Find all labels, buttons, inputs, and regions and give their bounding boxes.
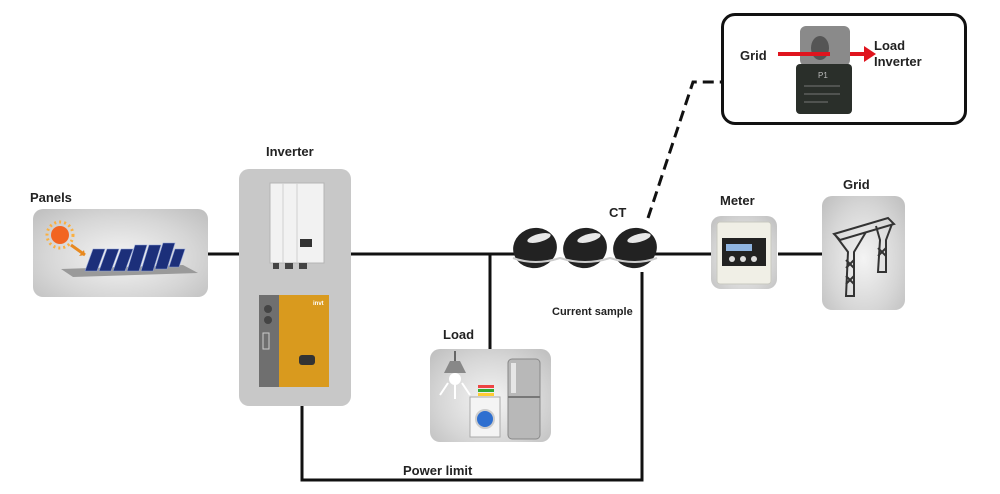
grid-tile bbox=[822, 196, 905, 310]
ct-detail-callout: Grid P1 Load Inverter bbox=[721, 13, 967, 125]
energy-meter-icon bbox=[716, 221, 772, 285]
ct-device-marking: P1 bbox=[818, 71, 828, 80]
load-tile bbox=[430, 349, 551, 442]
ct-sensors bbox=[512, 227, 658, 269]
ct-sensor-icon bbox=[563, 227, 607, 269]
ct-detail-load-label: Load bbox=[874, 38, 906, 53]
inverter-icon: invt bbox=[259, 182, 329, 387]
red-arrow-icon bbox=[778, 46, 876, 62]
meter-tile bbox=[711, 216, 777, 289]
dashed-link-ct-detail bbox=[646, 80, 721, 219]
wire-power-limit-loop bbox=[300, 272, 644, 482]
household-appliances-icon bbox=[439, 351, 541, 440]
lamp-icon bbox=[439, 351, 471, 399]
split-core-ct-icon: P1 bbox=[778, 26, 876, 114]
ct-label: CT bbox=[609, 205, 627, 220]
ct-detail-grid-label: Grid bbox=[740, 48, 767, 63]
ct-sensor-icon bbox=[613, 227, 657, 269]
panels-tile bbox=[33, 209, 208, 297]
ct-sensor-icon bbox=[513, 227, 557, 269]
refrigerator-icon bbox=[507, 358, 541, 440]
inverter-label: Inverter bbox=[266, 144, 314, 159]
power-limit-label: Power limit bbox=[403, 463, 473, 478]
load-label: Load bbox=[443, 327, 475, 342]
ct-detail-inverter-label: Inverter bbox=[874, 54, 922, 69]
panels-label: Panels bbox=[30, 190, 72, 205]
solar-panels-icon bbox=[45, 220, 198, 277]
washing-machine-icon bbox=[469, 385, 501, 438]
inverter-brand-mark: invt bbox=[313, 301, 324, 307]
inverter-tile: invt bbox=[239, 169, 351, 406]
grid-label: Grid bbox=[843, 177, 870, 192]
current-sample-label: Current sample bbox=[552, 306, 633, 318]
meter-label: Meter bbox=[720, 193, 755, 208]
transmission-tower-icon bbox=[832, 216, 896, 297]
